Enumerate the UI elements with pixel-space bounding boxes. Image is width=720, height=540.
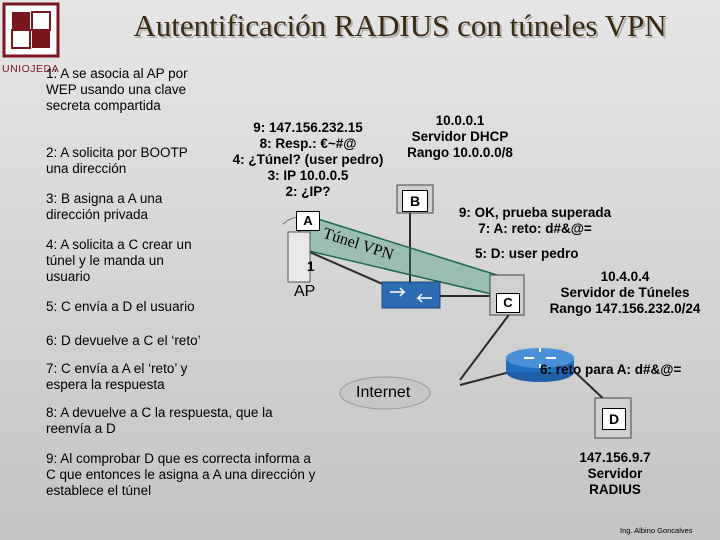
step-2: 2: A solicita por BOOTP una dirección [46,145,188,176]
step-6: 6: D devuelve a C el ‘reto’ [46,333,201,348]
message-5-right: 5: D: user pedro [475,246,579,261]
tunnel-server-ip: 10.4.0.4 [600,269,650,284]
router-icon [506,348,574,382]
ap-label: AP [294,283,316,300]
radius-role: Servidor [587,466,643,481]
university-logo: UNIOJEDA [2,2,62,75]
dhcp-server-info: 10.0.0.1 Servidor DHCP Rango 10.0.0.0/8 [395,113,525,161]
footer-author: Ing. Albino Goncalves [620,526,693,535]
message-9: 9: 147.156.232.15 [253,120,363,135]
message-7-right: 7: A: reto: d#&@= [478,221,592,236]
vpn-tunnel-edge-top [304,214,501,277]
step-8: 8: A devuelve a C la respuesta, que la r… [46,405,273,436]
step-1: 1: A se asocia al AP por WEP usando una … [46,66,188,113]
dhcp-role: Servidor DHCP [411,129,509,144]
tunnel-server-role: Servidor de Túneles [560,285,690,300]
vpn-tunnel-band [305,215,500,296]
message-6-right: 6: reto para A: d#&@= [540,362,682,377]
dhcp-range: Rango 10.0.0.0/8 [407,145,513,160]
vpn-tunnel-edge-bottom [304,249,501,297]
step-7: 7: C envía a A el ‘reto’ y espera la res… [46,361,188,392]
step-5: 5: C envía a D el usuario [46,299,195,314]
step-4: 4: A solicita a C crear un túnel y le ma… [46,237,192,284]
step-9: 9: Al comprobar D que es correcta inform… [46,451,316,498]
tunnel-server-info: 10.4.0.4 Servidor de Túneles Rango 147.1… [540,269,710,317]
message-4: 4: ¿Túnel? (user pedro) [232,152,384,167]
node-b: B [402,190,428,212]
internet-cloud-icon [339,376,431,410]
slide-title: Autentificación RADIUS con túneles VPN [133,8,667,43]
message-9-ok: 9: OK, prueba superada [458,205,612,220]
step-3: 3: B asigna a A una dirección privada [46,191,163,222]
ap-number: 1 [307,259,315,274]
logo-emblem-icon [2,2,60,58]
internet-router-link [459,371,511,386]
node-c: C [496,293,520,313]
internet-label: Internet [356,384,411,401]
message-3: 3: IP 10.0.0.5 [267,168,349,183]
logo-text: UNIOJEDA [2,63,60,75]
radius-server-info: 147.156.9.7 Servidor RADIUS [555,450,675,498]
node-d: D [602,408,626,430]
switch-icon [381,281,441,309]
message-2: 2: ¿IP? [285,184,331,199]
radius-ip: 147.156.9.7 [579,450,651,465]
center-messages: 9: 147.156.232.15 8: Resp.: €~#@ 4: ¿Tún… [218,120,398,200]
node-a: A [296,211,320,231]
dhcp-ip: 10.0.0.1 [435,113,485,128]
radius-name: RADIUS [589,482,641,497]
message-8: 8: Resp.: €~#@ [259,136,357,151]
tunnel-server-range: Rango 147.156.232.0/24 [549,301,701,316]
